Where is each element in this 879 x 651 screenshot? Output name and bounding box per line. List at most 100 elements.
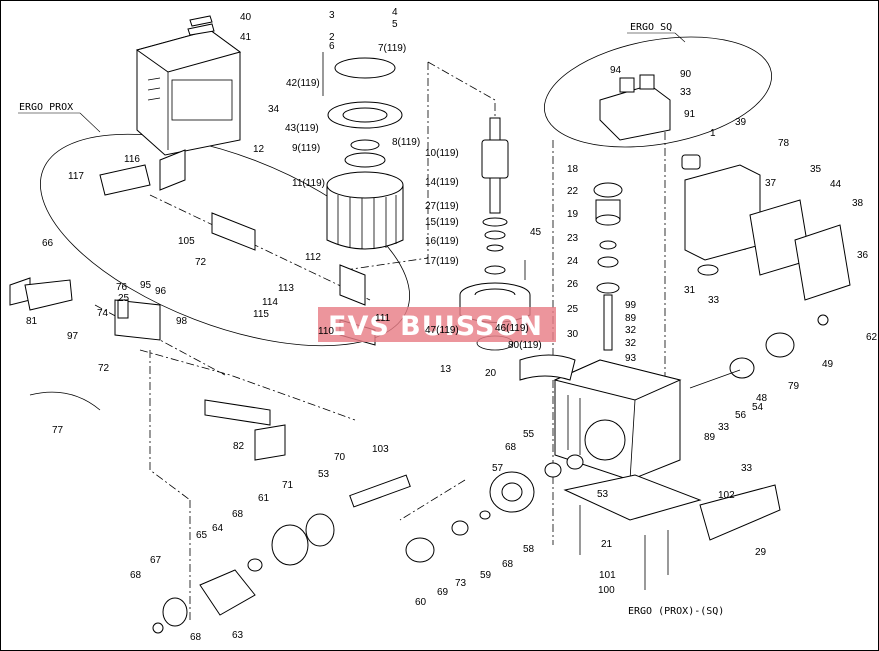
callout-24: 24 <box>567 256 579 267</box>
rotor-shaft <box>481 117 509 275</box>
callout-12: 12 <box>253 144 265 155</box>
callout-60: 60 <box>415 597 427 608</box>
callout-47_119: 47(119) <box>425 325 459 336</box>
callout-25a: 25 <box>118 293 130 304</box>
callout-34: 34 <box>268 104 280 115</box>
callout-40: 40 <box>240 12 252 23</box>
ergo-sq-group-outline <box>543 36 773 148</box>
callout-45: 45 <box>530 227 542 238</box>
callout-81: 81 <box>26 316 38 327</box>
callout-27_119: 27(119) <box>425 201 459 212</box>
callout-82: 82 <box>233 441 245 452</box>
callout-49: 49 <box>822 359 834 370</box>
callout-13: 13 <box>440 364 452 375</box>
callout-23: 23 <box>567 233 579 244</box>
callout-55: 55 <box>523 429 535 440</box>
callout-2: 2 <box>329 32 335 43</box>
callout-32a: 32 <box>625 325 637 336</box>
callout-10_119: 10(119) <box>425 148 459 159</box>
callout-91: 91 <box>684 109 696 120</box>
callout-14_119: 14(119) <box>425 177 459 188</box>
callout-73: 73 <box>455 578 467 589</box>
callout-5: 5 <box>392 19 398 30</box>
callout-56: 56 <box>735 410 747 421</box>
callout-65: 65 <box>196 530 208 541</box>
callout-25b: 25 <box>567 304 579 315</box>
callout-72b: 72 <box>98 363 110 374</box>
callout-4: 4 <box>392 7 398 18</box>
callout-76: 76 <box>116 282 128 293</box>
sq-sensor-bracket <box>599 74 671 141</box>
callout-96: 96 <box>155 286 167 297</box>
label-plate-2 <box>187 23 215 36</box>
callout-89b: 89 <box>704 432 716 443</box>
callout-68c: 68 <box>232 509 244 520</box>
callout-33c: 33 <box>718 422 730 433</box>
callout-36: 36 <box>857 250 869 261</box>
callout-15_119: 15(119) <box>425 217 459 228</box>
label-plate <box>189 15 213 27</box>
callout-98: 98 <box>176 316 188 327</box>
callout-67: 67 <box>150 555 162 566</box>
callout-68a: 68 <box>505 442 517 453</box>
callout-3: 3 <box>329 10 335 21</box>
watermark-banner <box>318 307 556 342</box>
callout-39: 39 <box>735 117 747 128</box>
callout-26: 26 <box>567 279 579 290</box>
callout-46_119: 46(119) <box>495 323 529 334</box>
fan-and-motor-stack <box>322 52 404 250</box>
callout-8_119: 8(119) <box>392 137 420 148</box>
section-label-ergo-sq: ERGO SQ <box>630 22 672 33</box>
callout-33d: 33 <box>741 463 753 474</box>
callout-62: 62 <box>866 332 878 343</box>
callout-97: 97 <box>67 331 79 342</box>
callout-115: 115 <box>253 309 269 320</box>
callout-113: 113 <box>278 283 294 294</box>
callout-77: 77 <box>52 425 64 436</box>
callout-89a: 89 <box>625 313 637 324</box>
callout-33b: 33 <box>708 295 720 306</box>
callout-29: 29 <box>755 547 767 558</box>
callout-105: 105 <box>178 236 195 247</box>
callout-70: 70 <box>334 452 346 463</box>
callout-100: 100 <box>598 585 615 596</box>
callout-72a: 72 <box>195 257 207 268</box>
callout-19: 19 <box>567 209 579 220</box>
section-label-ergo-prox: ERGO PROX <box>19 102 73 113</box>
callout-59: 59 <box>480 570 492 581</box>
callout-35: 35 <box>810 164 822 175</box>
callout-116: 116 <box>124 154 140 165</box>
callout-90: 90 <box>680 69 692 80</box>
callout-103: 103 <box>372 444 389 455</box>
callout-68b: 68 <box>502 559 514 570</box>
gearbox-housing <box>519 354 682 481</box>
callout-74: 74 <box>97 308 109 319</box>
callout-32b: 32 <box>625 338 637 349</box>
callout-31: 31 <box>684 285 696 296</box>
callout-66: 66 <box>42 238 54 249</box>
gear-stack <box>593 182 623 351</box>
callout-80_119: 80(119) <box>508 340 542 351</box>
callout-21: 21 <box>601 539 613 550</box>
callout-71: 71 <box>282 480 294 491</box>
output-pulley <box>689 314 829 389</box>
callout-95: 95 <box>140 280 152 291</box>
callout-33a: 33 <box>680 87 692 98</box>
callout-58: 58 <box>523 544 535 555</box>
drive-train <box>152 454 584 634</box>
callout-17_119: 17(119) <box>425 256 459 267</box>
footer-caption: ERGO (PROX)-(SQ) <box>628 606 724 617</box>
callout-117: 117 <box>68 171 84 182</box>
electronics-box <box>681 154 851 301</box>
callout-94: 94 <box>610 65 622 76</box>
watermark-text: EVS BUISSON <box>328 311 543 342</box>
callout-99: 99 <box>625 300 637 311</box>
callout-42_119: 42(119) <box>286 78 320 89</box>
callout-41: 41 <box>240 32 252 43</box>
callout-38: 38 <box>852 198 864 209</box>
callout-63: 63 <box>232 630 244 641</box>
motor-cover <box>135 29 242 156</box>
callout-57: 57 <box>492 463 504 474</box>
